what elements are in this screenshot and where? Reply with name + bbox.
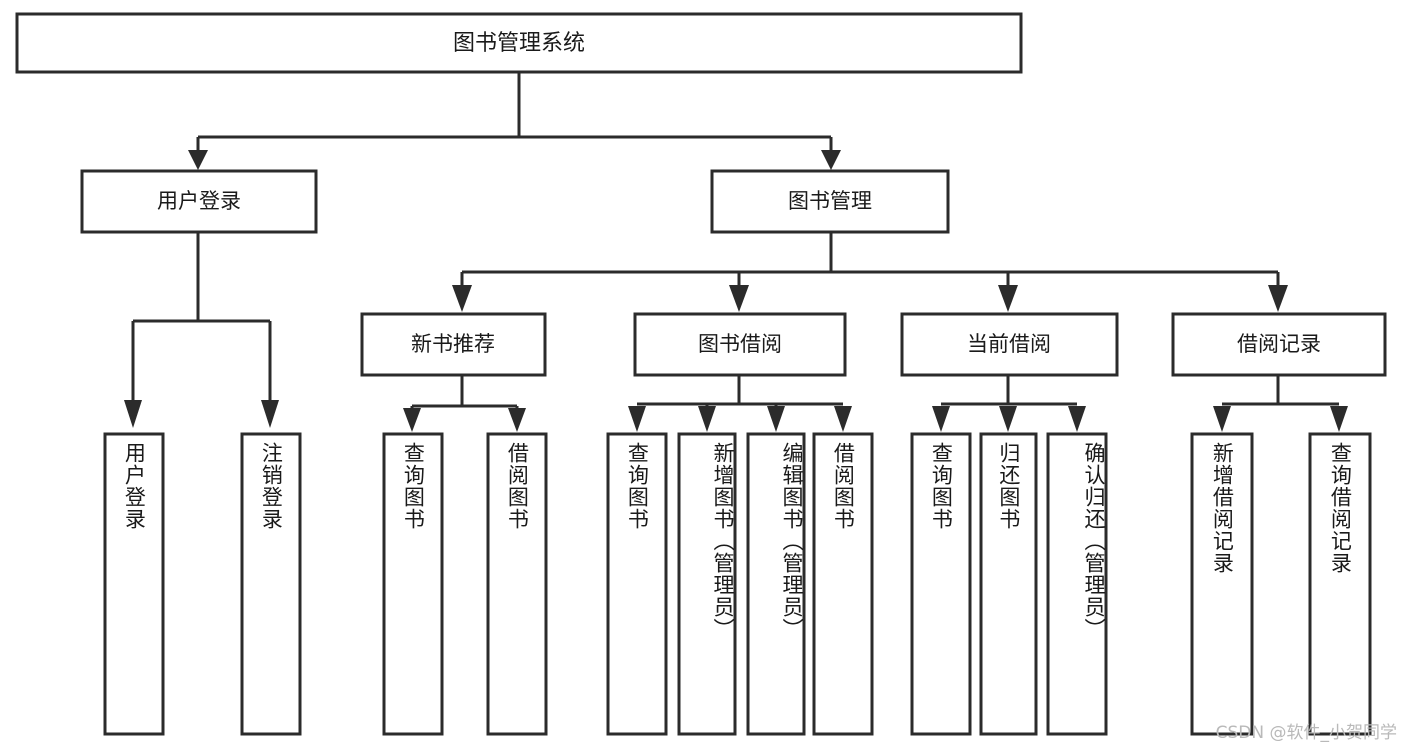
arrowhead-borrow-record xyxy=(1268,285,1288,312)
leaf-box-add-book[interactable] xyxy=(677,432,737,736)
node-borrow-record-label: 借阅记录 xyxy=(1237,332,1321,356)
arrowhead-leaf-logout xyxy=(261,400,279,428)
node-current-borrow[interactable] xyxy=(900,312,1119,377)
arrowhead-leaf-user-login xyxy=(124,400,142,428)
leaf-box-return-book[interactable] xyxy=(979,432,1038,736)
leaf-box-query-book-3[interactable] xyxy=(910,432,972,736)
leaf-box-logout[interactable] xyxy=(240,432,302,736)
connector-group-root xyxy=(188,72,841,170)
arrowhead-leaf-add-record xyxy=(1213,406,1231,432)
arrowhead-leaf-borrow-book-2 xyxy=(834,406,852,432)
connector-group-borrow-record xyxy=(1213,375,1348,432)
arrowhead-leaf-query-record xyxy=(1330,406,1348,432)
node-book-management-label: 图书管理 xyxy=(788,189,872,213)
watermark: CSDN @软件_小贺同学 xyxy=(1215,723,1397,743)
arrowhead-user-login xyxy=(188,150,208,170)
connector-group-book-mgmt xyxy=(452,232,1288,312)
connector-group-new-book-recommend xyxy=(403,375,526,432)
leaf-box-query-book-2[interactable] xyxy=(606,432,668,736)
arrowhead-leaf-confirm-return xyxy=(1068,406,1086,432)
node-root-label: 图书管理系统 xyxy=(453,31,585,56)
node-root[interactable] xyxy=(15,12,1023,74)
leaf-box-add-record[interactable] xyxy=(1190,432,1254,736)
arrowhead-leaf-query-book-2 xyxy=(628,406,646,432)
arrowhead-leaf-add-book xyxy=(698,406,716,432)
connector-group-user-login xyxy=(124,232,279,428)
node-new-book-recommend-label: 新书推荐 xyxy=(411,332,495,356)
leaf-box-query-book-1[interactable] xyxy=(382,432,444,736)
arrowhead-leaf-query-book-3 xyxy=(932,406,950,432)
arrowhead-leaf-edit-book xyxy=(767,406,785,432)
arrowhead-leaf-borrow-book-1 xyxy=(508,408,526,432)
leaf-box-user-login[interactable] xyxy=(103,432,165,736)
leaf-box-query-record[interactable] xyxy=(1308,432,1372,736)
connector-group-book-borrow xyxy=(628,375,852,432)
leaf-box-borrow-book-2[interactable] xyxy=(812,432,874,736)
leaf-box-confirm-return[interactable] xyxy=(1046,432,1108,736)
arrowhead-book-mgmt xyxy=(821,150,841,170)
leaf-box-edit-book[interactable] xyxy=(746,432,806,736)
node-current-borrow-label: 当前借阅 xyxy=(967,332,1051,356)
leaf-box-borrow-book-1[interactable] xyxy=(486,432,548,736)
arrowhead-new-book xyxy=(452,285,472,312)
arrowhead-book-borrow xyxy=(729,285,749,312)
node-book-management[interactable] xyxy=(710,169,950,234)
node-book-borrow[interactable] xyxy=(633,312,847,377)
node-user-login[interactable] xyxy=(80,169,318,234)
connector-group-current-borrow xyxy=(932,375,1086,432)
node-book-borrow-label: 图书借阅 xyxy=(698,332,782,356)
arrowhead-leaf-return-book xyxy=(999,406,1017,432)
node-user-login-label: 用户登录 xyxy=(157,189,241,213)
node-new-book-recommend[interactable] xyxy=(360,312,547,377)
arrowhead-current-borrow xyxy=(998,285,1018,312)
node-borrow-record[interactable] xyxy=(1171,312,1387,377)
arrowhead-leaf-query-book-1 xyxy=(403,408,421,432)
